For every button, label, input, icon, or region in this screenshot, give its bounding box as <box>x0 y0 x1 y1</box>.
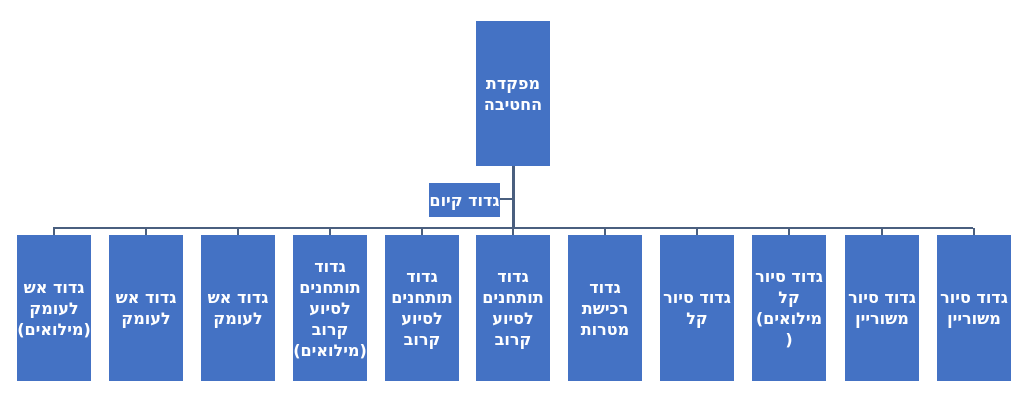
drop-line <box>881 228 883 235</box>
battalion-label: גדוד תותחנים לסיוע קרוב (מילואים) <box>293 256 367 360</box>
battalion-box: גדוד תותחנים לסיוע קרוב <box>476 235 550 381</box>
battalion-box: גדוד סיור קל <box>660 235 734 381</box>
battalion-label: גדוד סיור משוריין <box>940 288 1008 328</box>
battalion-label: גדוד תותחנים לסיוע קרוב <box>391 267 453 349</box>
staff-connector-line <box>498 198 513 200</box>
battalion-box: גדוד סיור משוריין <box>937 235 1011 381</box>
battalion-label: גדוד תותחנים לסיוע קרוב <box>482 267 544 349</box>
drop-line <box>788 228 790 235</box>
trunk-line <box>512 166 515 228</box>
battalion-box: גדוד אש לעומק <box>109 235 183 381</box>
support-battalion-label: גדוד קיום <box>429 190 500 210</box>
battalion-label: גדוד סיור קל <box>663 288 731 328</box>
drop-line <box>329 228 331 235</box>
drop-line <box>696 228 698 235</box>
battalion-label: גדוד סיור משוריין <box>848 288 916 328</box>
drop-line <box>604 228 606 235</box>
drop-line <box>237 228 239 235</box>
battalion-label: גדוד אש לעומק <box>115 288 177 328</box>
battalion-label: גדוד אש לעומק (מילואים) <box>17 277 91 339</box>
battalion-label: גדוד סיור קל (מילואים ) <box>755 267 823 349</box>
battalion-box: גדוד אש לעומק (מילואים) <box>17 235 91 381</box>
drop-line <box>973 228 975 235</box>
battalion-box: גדוד תותחנים לסיוע קרוב <box>385 235 459 381</box>
brigade-headquarters-label: מפקדת החטיבה <box>483 73 543 114</box>
drop-line <box>53 228 55 235</box>
drop-line <box>421 228 423 235</box>
drop-line <box>512 228 514 235</box>
battalion-box: גדוד סיור קל (מילואים ) <box>752 235 826 381</box>
brigade-headquarters-box: מפקדת החטיבה <box>476 21 550 166</box>
battalion-box: גדוד אש לעומק <box>201 235 275 381</box>
drop-line <box>145 228 147 235</box>
battalion-box: גדוד סיור משוריין <box>845 235 919 381</box>
support-battalion-box: גדוד קיום <box>429 183 500 217</box>
battalion-label: גדוד רכישת מטרות <box>580 277 630 339</box>
battalion-box: גדוד רכישת מטרות <box>568 235 642 381</box>
battalion-box: גדוד תותחנים לסיוע קרוב (מילואים) <box>293 235 367 381</box>
battalion-label: גדוד אש לעומק <box>207 288 269 328</box>
